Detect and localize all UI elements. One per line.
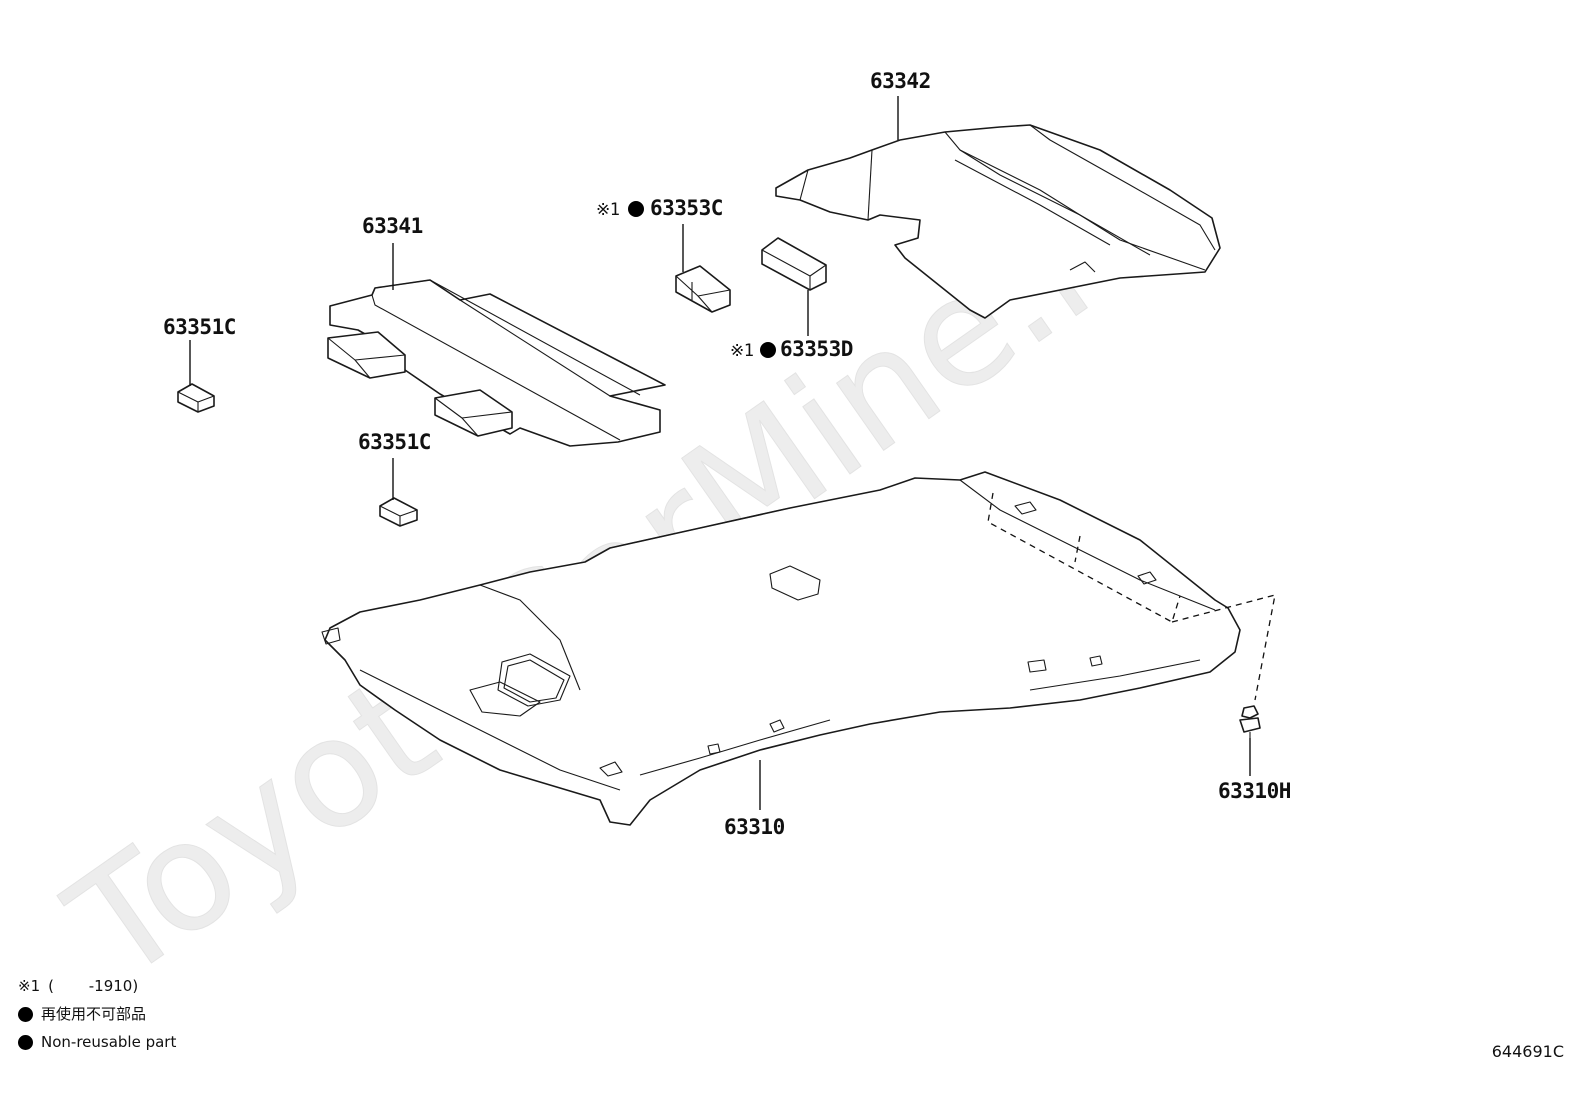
- legend: ※1 ( -1910) 再使用不可部品 Non-reusable part: [18, 972, 176, 1056]
- legend-en-text: Non-reusable part: [41, 1033, 177, 1051]
- legend-note-mark: ※1: [18, 977, 41, 995]
- legend-en: Non-reusable part: [18, 1028, 176, 1056]
- part-63341-drawing: [327, 279, 666, 447]
- callout-63310: 63310: [724, 815, 785, 839]
- legend-note: ※1 ( -1910): [18, 972, 176, 1000]
- callout-63353C: 63353C: [650, 196, 723, 220]
- callout-63351C-b: 63351C: [358, 430, 431, 454]
- legend-jp-text: 再使用不可部品: [41, 1005, 147, 1023]
- part-63310-drawing: [321, 471, 1276, 826]
- filled-circle-icon: [760, 342, 776, 358]
- part-63351C-drawing-a: [177, 383, 215, 413]
- part-63353D-drawing: [761, 237, 827, 291]
- part-63310H-drawing: [1239, 705, 1261, 738]
- ref-mark-63353C: ※1: [596, 200, 620, 220]
- part-63353C-drawing: [675, 265, 731, 313]
- legend-jp: 再使用不可部品: [18, 1000, 176, 1028]
- filled-circle-icon: [18, 1006, 33, 1022]
- callout-63341: 63341: [362, 214, 423, 238]
- callout-63342: 63342: [870, 69, 931, 93]
- part-63351C-drawing-b: [379, 497, 418, 527]
- part-63342-drawing: [775, 124, 1221, 319]
- legend-note-text: ( -1910): [48, 977, 139, 995]
- filled-circle-icon: [628, 201, 644, 217]
- callout-63353D: 63353D: [780, 337, 853, 361]
- callout-63351C-a: 63351C: [163, 315, 236, 339]
- reference-code: 644691C: [1491, 1042, 1564, 1061]
- callout-63310H: 63310H: [1218, 779, 1291, 803]
- filled-circle-icon: [18, 1034, 33, 1050]
- ref-mark-63353D: ※1: [730, 341, 754, 361]
